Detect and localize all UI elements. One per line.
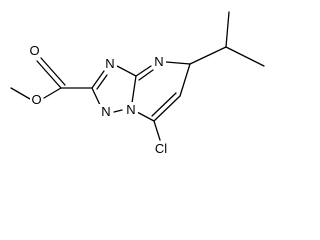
atom-chlorine: Cl	[155, 141, 167, 156]
bond-n8a-c3a	[131, 75, 137, 104]
atom-label-layer: O O N N N N Cl	[28, 43, 171, 156]
atom-n-bridgehead: N	[126, 102, 135, 117]
bond-carbonyl-double-a	[36, 60, 62, 89]
bond-c5-ch	[189, 46, 227, 65]
bond-o-carbonyl-carbon	[43, 87, 62, 99]
atom-o-carbonyl: O	[29, 43, 39, 58]
bond-ch-methyl-up	[225, 11, 230, 48]
atom-n-triazole-bottom: N	[101, 104, 110, 119]
atom-o-ester: O	[31, 92, 41, 107]
bond-c5-c6	[179, 63, 191, 97]
bond-c2-n3-double-a	[91, 70, 105, 89]
atom-n-pyrimidine: N	[154, 54, 163, 69]
chemical-structure-diagram: O O N N N N Cl	[10, 11, 265, 156]
bond-ch-methyl-right	[225, 46, 265, 67]
bond-layer	[10, 11, 265, 141]
bond-c3a-n4-double-a	[135, 65, 152, 77]
bond-n1-n8a	[113, 109, 123, 113]
bond-c2-n3-double-b	[96, 74, 108, 90]
bond-carbonyl-double-b	[40, 57, 66, 86]
bond-c6-c7-double-b	[151, 92, 177, 117]
bond-c7-n8a	[136, 111, 155, 122]
bond-n3-c3a	[116, 65, 137, 77]
bond-methyl-o	[10, 87, 31, 100]
bond-c7-cl	[153, 120, 161, 141]
bond-c2-n1	[91, 87, 101, 106]
atom-n-triazole-top: N	[105, 56, 114, 71]
bond-c6-c7-double-a	[153, 95, 181, 122]
bond-c3a-n4-double-b	[138, 69, 154, 81]
bond-n4-c5	[165, 61, 191, 65]
